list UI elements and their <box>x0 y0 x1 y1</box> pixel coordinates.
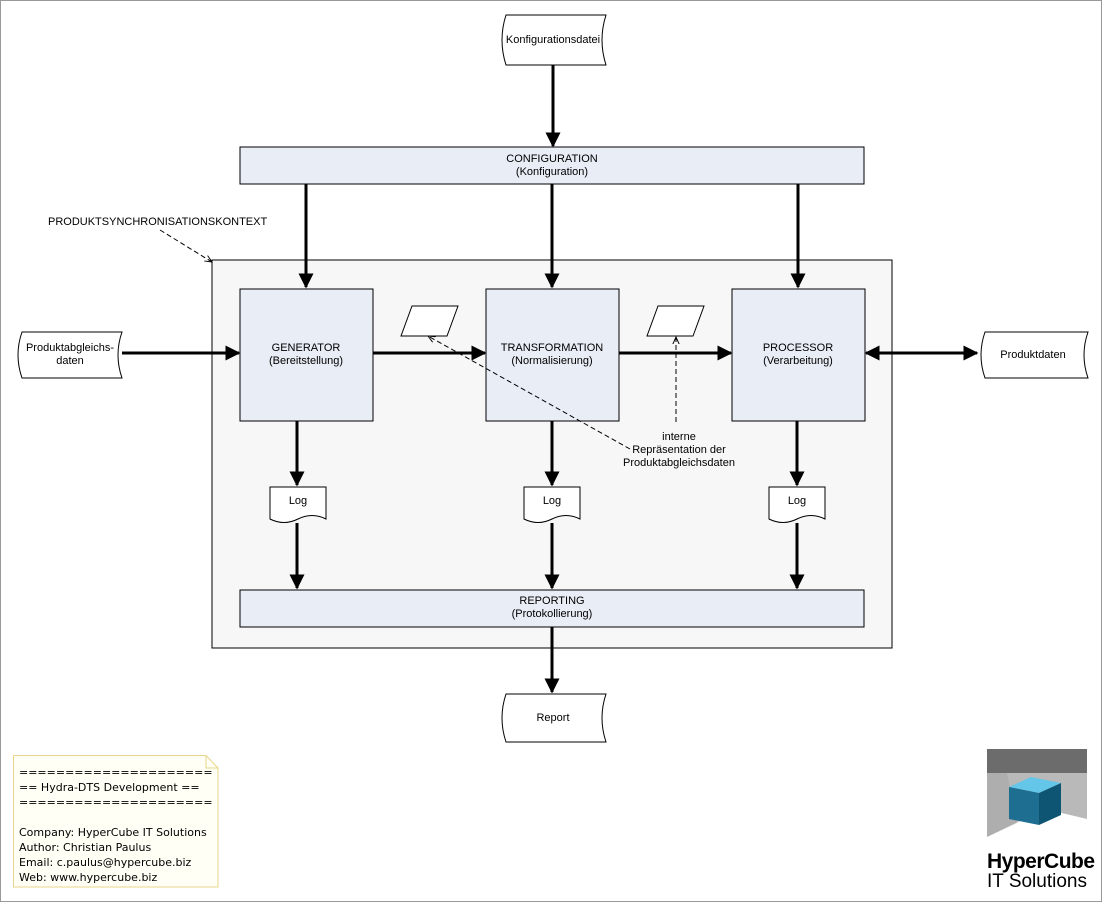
generator-log-label: Log <box>289 495 307 507</box>
note-text: ===================== == Hydra-DTS Develo… <box>19 765 213 885</box>
note-line: == Hydra-DTS Development == <box>19 781 200 794</box>
product-sync-data-node: Produktabgleichs- daten <box>17 331 123 379</box>
reporting-title: REPORTING <box>519 595 584 607</box>
product-data-node: Produktdaten <box>980 331 1089 379</box>
configuration-box: CONFIGURATION (Konfiguration) <box>239 146 865 185</box>
internal-data-shape-2 <box>646 305 705 337</box>
context-label: PRODUKTSYNCHRONISATIONSKONTEXT <box>48 216 267 228</box>
note-line <box>19 810 213 825</box>
note-line: Author: Christian Paulus <box>19 841 152 854</box>
logo-name: HyperCube <box>987 850 1095 873</box>
note-line: Web: www.hypercube.biz <box>19 871 158 884</box>
product-sync-data-label-2: daten <box>56 355 84 367</box>
configuration-title: CONFIGURATION <box>506 153 598 165</box>
product-sync-data-label-1: Produktabgleichs- <box>26 342 114 354</box>
annotation-line-2: Repräsentation der <box>632 444 726 456</box>
report-label: Report <box>536 712 569 724</box>
note-line: Company: HyperCube IT Solutions <box>19 826 207 839</box>
hypercube-logo: HyperCube IT Solutions <box>987 749 1095 893</box>
cube-logo-icon <box>987 749 1087 849</box>
report-node: Report <box>501 693 607 743</box>
configuration-subtitle: (Konfiguration) <box>516 166 588 178</box>
note-line: Email: c.paulus@hypercube.biz <box>19 856 192 869</box>
note-line: ===================== <box>19 766 213 779</box>
product-data-label: Produktdaten <box>1000 349 1065 361</box>
config-file-node: Konfigurationsdatei <box>501 14 607 66</box>
annotation-leader-1 <box>428 336 631 450</box>
note-shape <box>13 755 219 888</box>
transformation-box: TRANSFORMATION (Normalisierung) <box>485 288 620 422</box>
context-leader <box>159 229 212 262</box>
transformation-subtitle: (Normalisierung) <box>511 355 592 367</box>
reporting-subtitle: (Protokollierung) <box>512 608 593 620</box>
generator-title: GENERATOR <box>272 342 341 354</box>
transformation-title: TRANSFORMATION <box>501 342 604 354</box>
processor-title: PROCESSOR <box>763 342 833 354</box>
reporting-box: REPORTING (Protokollierung) <box>239 589 865 628</box>
annotation-line-1: interne <box>662 431 696 443</box>
annotation-line-3: Produktabgleichsdaten <box>623 457 735 469</box>
processor-log-label: Log <box>788 495 806 507</box>
logo-tagline: IT Solutions <box>987 871 1087 892</box>
processor-log: Log <box>768 486 826 523</box>
generator-log: Log <box>269 486 327 523</box>
transformation-log-label: Log <box>543 495 561 507</box>
project-note: ===================== == Hydra-DTS Develo… <box>13 755 219 888</box>
generator-box: GENERATOR (Bereitstellung) <box>239 288 374 422</box>
note-line: ===================== <box>19 796 213 809</box>
config-file-label: Konfigurationsdatei <box>506 34 600 46</box>
internal-data-shape-1 <box>400 305 459 337</box>
processor-box: PROCESSOR (Verarbeitung) <box>731 288 866 422</box>
processor-subtitle: (Verarbeitung) <box>763 355 833 367</box>
generator-subtitle: (Bereitstellung) <box>269 355 343 367</box>
transformation-log: Log <box>523 486 581 523</box>
